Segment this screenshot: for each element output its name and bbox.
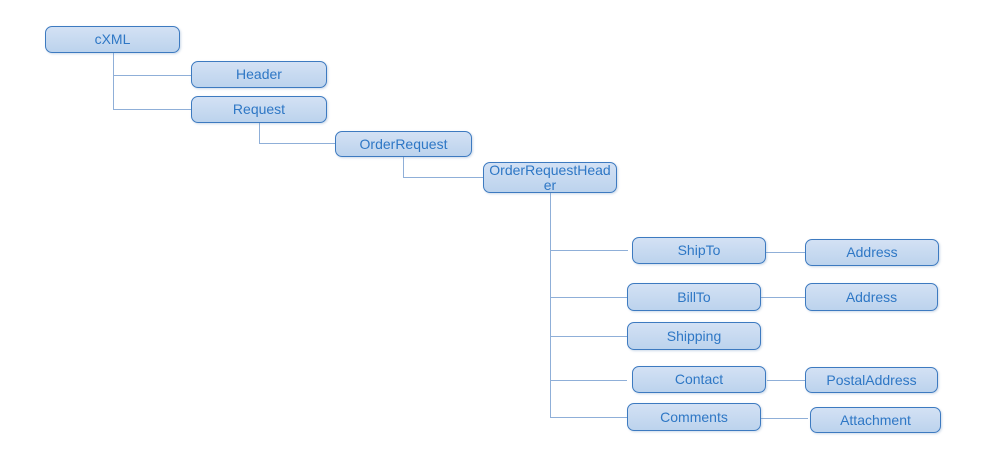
- connector-comments-attachment: [761, 418, 808, 419]
- connector-orderrequest-orderrequestheader: [403, 177, 483, 178]
- node-shipping[interactable]: Shipping: [627, 322, 761, 350]
- connector-orderrequest-stem: [403, 156, 404, 177]
- connector-orderrequestheader-billto: [550, 297, 627, 298]
- node-attachment[interactable]: Attachment: [804, 401, 941, 433]
- connector-request-orderrequest: [259, 143, 335, 144]
- node-billto[interactable]: BillTo: [627, 283, 761, 311]
- node-comments-label: Comments: [660, 408, 728, 425]
- connector-orderrequestheader-contact: [550, 380, 627, 381]
- connector-shipto-address: [766, 252, 805, 253]
- node-cxml[interactable]: cXML: [45, 26, 180, 53]
- node-orderrequest[interactable]: OrderRequest: [335, 131, 472, 157]
- node-billto-address[interactable]: Address: [805, 283, 938, 311]
- node-orderrequestheader[interactable]: OrderRequestHeader: [483, 162, 617, 193]
- node-shipping-label: Shipping: [666, 327, 722, 344]
- connector-orderrequestheader-shipto: [550, 250, 628, 251]
- node-contact-label: Contact: [674, 371, 724, 387]
- connector-orderrequestheader-stem: [550, 192, 551, 417]
- node-comments[interactable]: Comments: [627, 403, 761, 431]
- connector-request-stem: [259, 123, 260, 144]
- node-billto-label: BillTo: [677, 288, 711, 305]
- connector-cxml-request: [113, 109, 191, 110]
- node-attachment-label: Attachment: [840, 411, 911, 428]
- node-shipto-address[interactable]: Address: [805, 239, 939, 266]
- connector-orderrequestheader-shipping: [550, 336, 627, 337]
- connector-cxml-stem: [113, 53, 114, 109]
- node-billto-address-label: Address: [845, 288, 898, 305]
- connector-orderrequestheader-comments: [550, 417, 627, 418]
- node-header-label: Header: [236, 66, 282, 82]
- node-postaladdress-label: PostalAddress: [826, 371, 917, 388]
- node-shipto-address-label: Address: [846, 244, 898, 260]
- node-cxml-label: cXML: [94, 31, 131, 47]
- node-orderrequestheader-label: OrderRequestHeader: [489, 161, 611, 193]
- node-shipto-label: ShipTo: [677, 242, 721, 258]
- node-request[interactable]: Request: [191, 96, 327, 123]
- node-orderrequest-label: OrderRequest: [359, 135, 448, 152]
- connector-contact-postaladdress: [767, 380, 805, 381]
- connector-cxml-header: [113, 75, 191, 76]
- connector-billto-address: [761, 297, 805, 298]
- node-request-label: Request: [232, 101, 286, 117]
- node-header[interactable]: Header: [191, 61, 327, 88]
- node-shipto[interactable]: ShipTo: [626, 231, 766, 264]
- node-postaladdress[interactable]: PostalAddress: [805, 367, 938, 393]
- node-contact[interactable]: Contact: [626, 360, 766, 393]
